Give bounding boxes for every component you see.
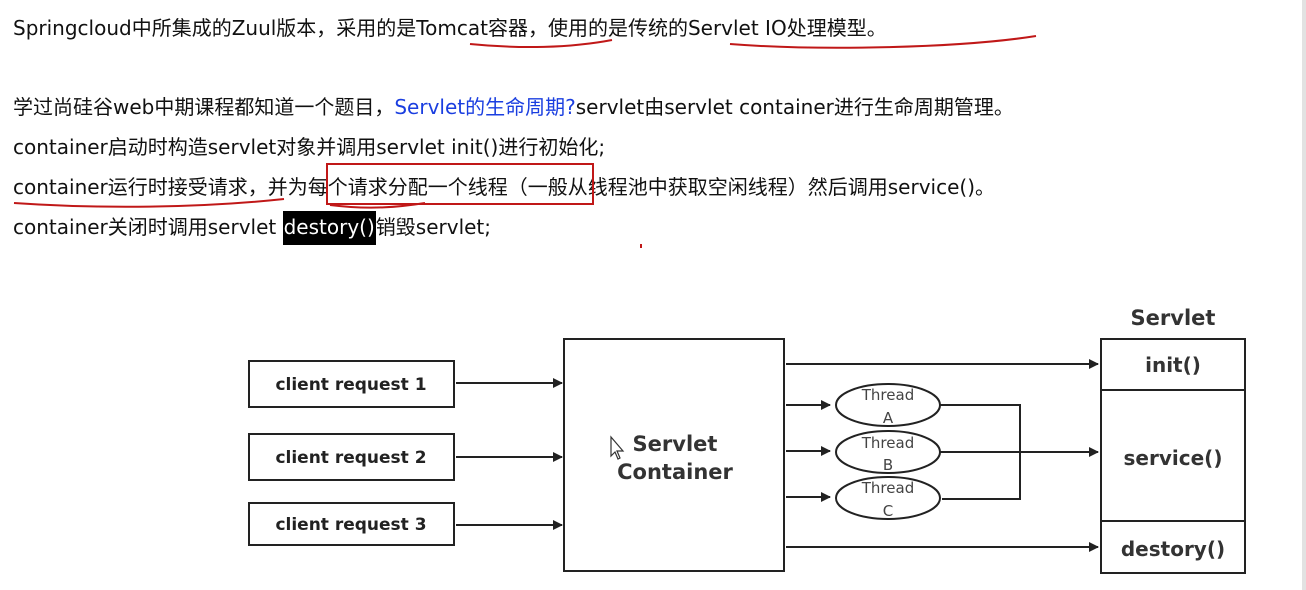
thread-a-letter: A <box>883 409 894 427</box>
red-dot-mark <box>640 244 642 248</box>
servlet-lifecycle-link[interactable]: Servlet的生命周期? <box>394 95 576 119</box>
text-line-3: container启动时构造servlet对象并调用servlet init()… <box>13 135 606 159</box>
client-request-3-box <box>248 502 455 546</box>
text-line-2: 学过尚硅谷web中期课程都知道一个题目，Servlet的生命周期?servlet… <box>13 94 1014 120</box>
thread-b-label: Thread <box>861 434 914 452</box>
text-line-5: container关闭时调用servlet destory()销毁servlet… <box>13 211 492 245</box>
thread-b-letter: B <box>883 456 893 474</box>
text-line-4-c: （一般从线程池中获取空闲线程）然后调用service()。 <box>507 175 996 199</box>
highlight-box-annotation <box>326 163 594 205</box>
servlet-container-box <box>563 338 785 572</box>
servlet-title: Servlet <box>1131 306 1216 330</box>
thread-c-letter: C <box>883 502 893 520</box>
text-line-4-a: container运行时接受请求，并 <box>13 175 288 199</box>
text-line-5-post: 销毁servlet; <box>375 215 492 239</box>
client-request-1-label: client request 1 <box>275 375 426 395</box>
client-request-2-box <box>248 433 455 481</box>
thread-c-label: Thread <box>861 479 914 497</box>
underline-each-request-annotation <box>329 202 426 209</box>
underline-container-annotation <box>13 198 285 208</box>
text-line-2-pre: 学过尚硅谷web中期课程都知道一个题目， <box>13 95 395 119</box>
underline-tomcat-annotation <box>469 39 613 49</box>
window-edge <box>1302 0 1306 590</box>
text-line-5-pre: container关闭时调用servlet <box>13 215 283 239</box>
text-line-2-post: servlet由servlet container进行生命周期管理。 <box>575 95 1014 119</box>
servlet-box <box>1100 338 1246 574</box>
servlet-service-label: service() <box>1124 446 1223 470</box>
thread-c-ellipse <box>835 476 941 520</box>
annotation-layer <box>13 35 1037 248</box>
text-line-4: container运行时接受请求，并为每个请求分配一个线程（一般从线程池中获取空… <box>13 174 995 200</box>
thread-a-label: Thread <box>861 386 914 404</box>
mouse-cursor-icon <box>610 435 625 460</box>
client-request-3-label: client request 3 <box>275 515 426 535</box>
underline-servlet-io-annotation <box>729 35 1037 49</box>
text-line-4-boxed: 为每个请求分配一个线程 <box>287 175 508 199</box>
selected-text-highlight[interactable]: destory() <box>282 211 376 245</box>
servlet-container-label-2: Container <box>617 460 733 484</box>
text-line-1: Springcloud中所集成的Zuul版本，采用的是Tomcat容器，使用的是… <box>13 16 887 40</box>
servlet-init-label: init() <box>1145 353 1201 377</box>
servlet-container-label-1: Servlet <box>633 432 718 456</box>
client-request-2-label: client request 2 <box>275 448 426 468</box>
client-request-1-box <box>248 360 455 408</box>
servlet-destory-label: destory() <box>1121 537 1225 561</box>
